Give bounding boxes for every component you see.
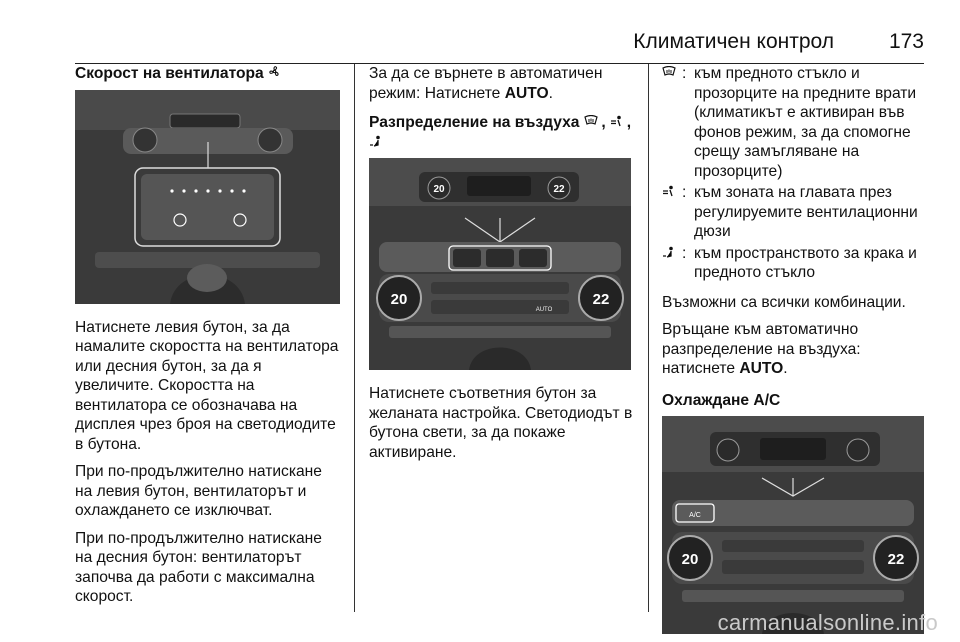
air-distribution-photo: 20 22 20 22 AUTO [369,158,631,370]
cooling-heading: Охлаждане A/C [662,391,781,409]
page-title: Климатичен контрол [633,30,834,53]
right-temp-dial: 22 [593,291,610,308]
left-temp-dial: 20 [391,291,408,308]
header-rule [75,63,924,64]
auto-label-2: AUTO [739,360,784,377]
head-vent-icon [662,183,682,203]
auto-distribution-text: Връщане към автоматично разпределение на… [662,321,861,377]
combinations-text: Възможни са всички комбинации. [662,293,906,311]
page-header: Климатичен контрол 173 [75,28,924,64]
fan-icon [268,65,281,82]
head-vent-icon [610,115,627,130]
auto-return-text: За да се върнете в автоматичен режим: На… [369,65,603,102]
auto-button-label: AUTO [536,307,553,313]
air-distribution-legend: : към предното стъкло и прозорците на пр… [662,64,932,283]
air-distribution-paragraph: Натиснете съответния бутон за желаната н… [369,385,633,461]
auto-label: AUTO [504,84,549,102]
column-air-distribution: За да се върнете в автоматичен режим: На… [369,64,634,470]
fan-speed-photo [75,89,340,304]
column-fan-speed: Скорост на вентилатора Натиснете левия б… [75,64,340,615]
fan-speed-p3: При по-продължително натискане на десния… [75,529,322,606]
air-distribution-heading: Разпределение на въздуха , , [369,113,634,152]
legend-text-footwell: към пространството за крака и предното с… [694,244,917,282]
cooling-right-temp-dial: 22 [888,551,905,568]
windshield-icon [662,64,682,84]
column-divider [354,64,355,612]
fan-speed-p2: При по-продължително натискане на левия … [75,463,322,519]
windshield-icon [584,114,602,130]
fan-speed-heading-text: Скорост на вентилатора [75,65,264,82]
ac-button-label: A/C [689,512,701,519]
cooling-photo: A/C 20 22 [662,416,924,634]
footwell-icon [369,135,382,150]
fan-speed-p1: Натиснете левия бутон, за да намалите ск… [75,318,339,453]
fan-speed-heading: Скорост на вентилатора [75,64,340,84]
column-legend-cooling: : към предното стъкло и прозорците на пр… [662,64,932,634]
footwell-icon [662,244,682,264]
cooling-left-temp-dial: 20 [682,551,699,568]
page-number: 173 [888,30,924,53]
left-temp-small: 20 [433,184,445,195]
legend-item-footwell: : към пространството за крака и предното… [662,244,932,283]
legend-text-windshield: към предното стъкло и прозорците на пред… [694,65,917,180]
legend-text-head-vent: към зоната на главата през регулируемите… [694,184,918,240]
watermark: carmanualsonline.info [717,610,938,635]
legend-item-windshield: : към предното стъкло и прозорците на пр… [662,64,932,181]
column-divider-2 [648,64,649,612]
right-temp-small: 22 [553,184,565,195]
legend-item-head-vent: : към зоната на главата през регулируеми… [662,183,932,242]
